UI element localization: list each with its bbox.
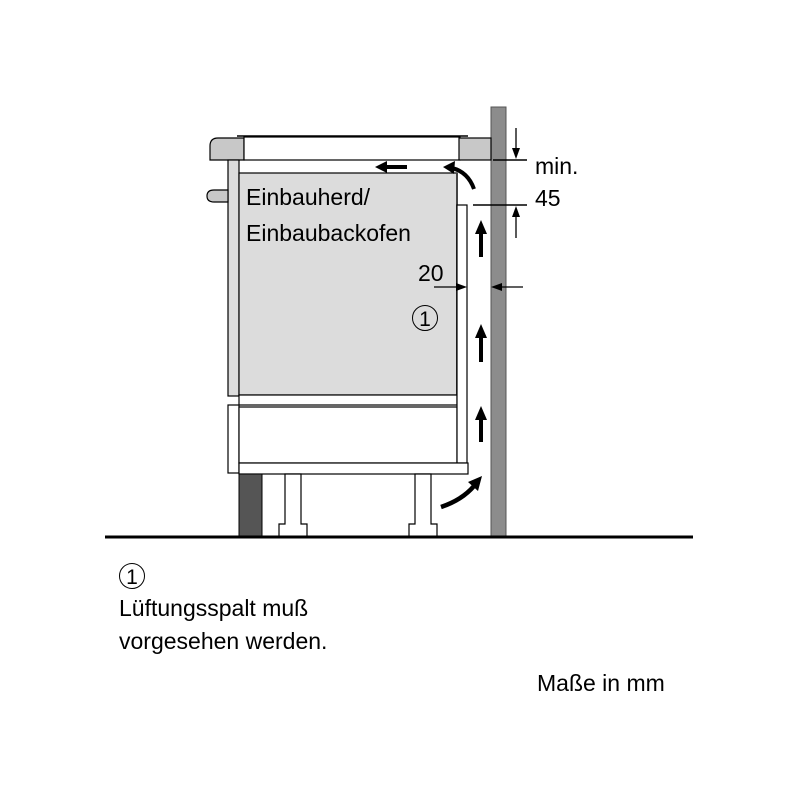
top-dimension-line2: 45 <box>535 185 561 211</box>
gap-dimension-label: 20 <box>418 260 444 286</box>
drawer-front <box>227 404 240 474</box>
top-dimension-line1: min. <box>535 153 579 179</box>
legend-marker: 1 <box>119 563 145 589</box>
cabinet-foot-left <box>278 473 308 538</box>
dimension-20 <box>434 283 523 291</box>
callout-circle: 1 <box>412 305 438 331</box>
cabinet-foot-right <box>408 473 438 538</box>
cabinet-base <box>238 462 469 475</box>
dimension-min-45 <box>473 128 527 238</box>
worktop-left-edge <box>209 137 245 161</box>
callout-marker-diagram: 1 <box>412 305 438 331</box>
plinth <box>238 473 263 538</box>
cabinet-side-wall <box>456 204 468 464</box>
oven-knob <box>206 189 229 203</box>
wall <box>490 106 507 538</box>
airflow-arrows <box>375 161 487 510</box>
legend-note-line1: Lüftungsspalt muß <box>119 595 309 621</box>
appliance-label-line1: Einbauherd/ <box>246 184 371 210</box>
legend-note-line2: vorgesehen werden. <box>119 628 328 654</box>
cooktop <box>243 136 461 161</box>
cabinet-front-panel <box>227 159 240 397</box>
legend-circle: 1 <box>119 563 145 589</box>
units-note: Maße in mm <box>537 670 665 696</box>
appliance-label-line2: Einbaubackofen <box>246 220 411 246</box>
worktop-right-edge <box>458 137 492 161</box>
drawer <box>238 406 458 464</box>
